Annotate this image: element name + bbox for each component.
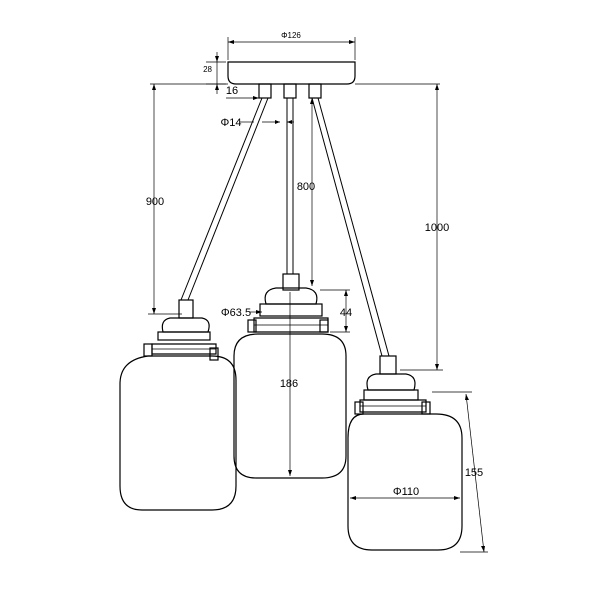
socket-height-label: 44	[340, 307, 352, 319]
canopy-height-label: 28	[203, 65, 212, 74]
canopy-height-dimension: 28	[203, 52, 226, 94]
canopy-diameter-label: Φ126	[281, 31, 301, 40]
cord-diameter-dimension: Φ14	[220, 117, 294, 129]
left-drop-label: 900	[146, 196, 164, 208]
socket-height-dimension: 44	[320, 289, 352, 333]
cord-spacing-label: 16	[226, 85, 238, 97]
shade-height-dimension: 155	[432, 391, 488, 553]
right-drop-dimension: 1000	[400, 84, 449, 371]
center-shade-height-label: 186	[280, 378, 298, 390]
right-lamp	[347, 355, 463, 551]
canopy-width-dimension: Φ126	[227, 31, 356, 60]
center-drop-label: 800	[297, 181, 315, 193]
right-drop-label: 1000	[425, 222, 449, 234]
left-drop-dimension: 900	[146, 84, 182, 315]
shade-diameter-dimension: Φ110	[350, 486, 460, 500]
grip-spacing-dimension: 16	[226, 85, 259, 100]
center-lamp: 186	[233, 273, 347, 479]
socket-diameter-label: Φ63.5	[221, 307, 251, 319]
shade-diameter-label: Φ110	[393, 486, 419, 498]
cord-diameter-label: Φ14	[220, 117, 241, 129]
center-drop-dimension: 800	[297, 98, 315, 286]
socket-diameter-dimension: Φ63.5	[221, 307, 262, 319]
cords	[180, 97, 390, 357]
left-lamp	[119, 299, 237, 511]
cord-grips	[258, 83, 322, 99]
canopy	[227, 61, 356, 85]
right-shade-height-label: 155	[465, 467, 483, 479]
